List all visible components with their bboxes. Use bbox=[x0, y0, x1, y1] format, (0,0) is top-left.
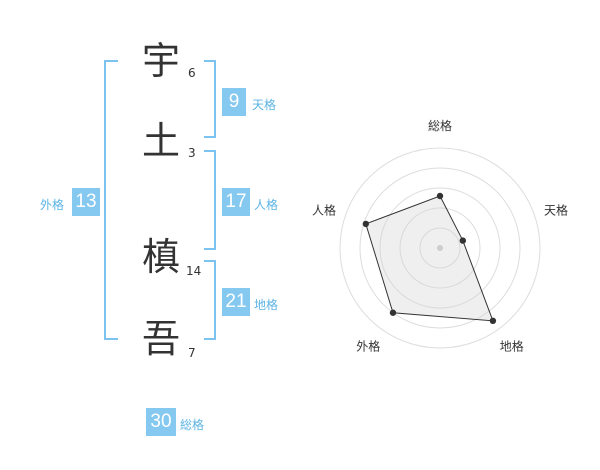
radar-data-point bbox=[389, 309, 397, 316]
stroke-count-1: 6 bbox=[188, 66, 196, 80]
gaikaku-value: 13 bbox=[72, 188, 100, 216]
radar-axis-label: 人格 bbox=[312, 202, 336, 217]
radar-ring bbox=[419, 227, 461, 269]
radar-axis-label: 外格 bbox=[356, 339, 380, 354]
radar-data-point bbox=[489, 317, 497, 325]
radar-axis-label: 地格 bbox=[500, 339, 524, 354]
stroke-count-3: 14 bbox=[186, 264, 202, 278]
name-char-2: 土 bbox=[142, 119, 181, 163]
name-char-4: 吾 bbox=[142, 317, 181, 361]
radar-center-dot bbox=[437, 245, 443, 251]
tenkaku-value: 9 bbox=[222, 88, 246, 116]
name-char-1: 宇 bbox=[142, 39, 181, 83]
radar-ring bbox=[339, 147, 541, 349]
radar-data-point bbox=[459, 237, 467, 244]
soukaku-value: 30 bbox=[146, 408, 176, 436]
gaikaku-label: 外格 bbox=[40, 198, 65, 212]
radar-rings bbox=[339, 147, 541, 349]
radar-axis-label: 天格 bbox=[544, 202, 568, 217]
radar-data-polygon bbox=[365, 195, 494, 322]
stroke-count-4: 7 bbox=[188, 346, 196, 360]
radar-data-point bbox=[362, 220, 370, 228]
name-char-3: 槙 bbox=[142, 235, 181, 279]
radar-data-point bbox=[436, 192, 444, 200]
soukaku-label: 総格 bbox=[180, 418, 205, 432]
chikaku-label: 地格 bbox=[254, 298, 279, 312]
stroke-count-2: 3 bbox=[188, 146, 196, 160]
radar-ring bbox=[379, 187, 501, 309]
radar-axis-label: 総格 bbox=[428, 118, 452, 133]
jinkaku-value: 17 bbox=[222, 188, 250, 216]
radar-ring bbox=[399, 207, 481, 289]
radar-data-points bbox=[362, 192, 497, 325]
jinkaku-label: 人格 bbox=[254, 198, 279, 212]
tenkaku-label: 天格 bbox=[252, 98, 277, 112]
chikaku-value: 21 bbox=[222, 288, 250, 316]
radar-ring bbox=[359, 167, 521, 329]
